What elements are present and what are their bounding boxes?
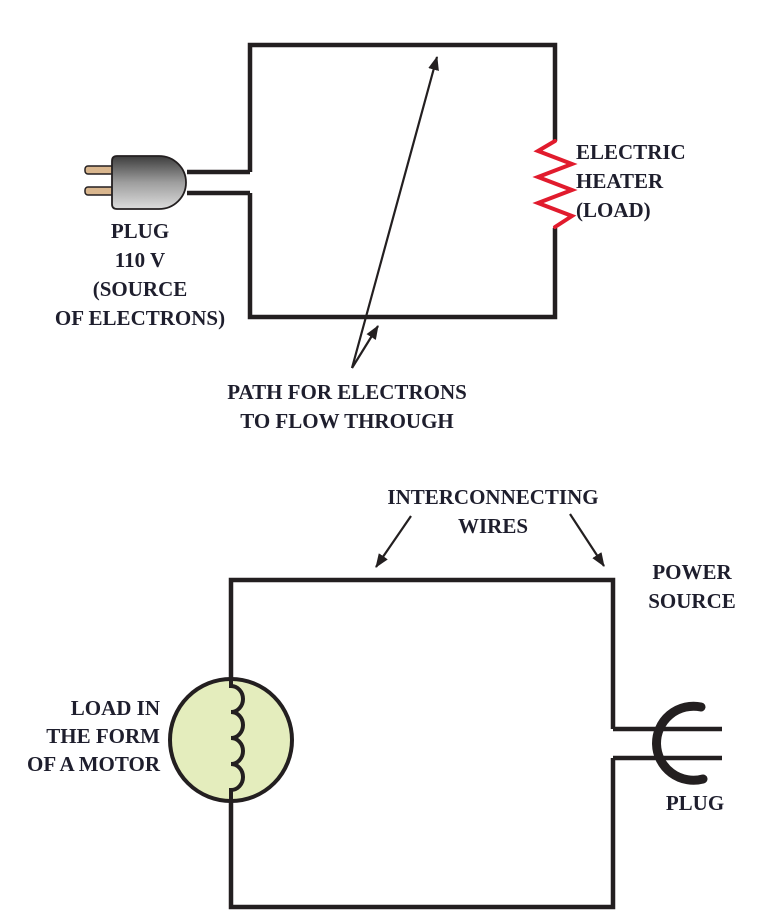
motor-load-label: LOAD IN THE FORM OF A MOTOR — [27, 694, 160, 778]
heater-resistor-zigzag — [532, 139, 578, 229]
electron-path-arrow-short — [351, 325, 379, 369]
label-line: OF ELECTRONS) — [54, 306, 226, 330]
motor-coil-icon — [229, 672, 245, 808]
label-line: ELECTRIC — [576, 140, 686, 164]
bottom-plug-prong-wires — [613, 726, 722, 761]
bottom-plug-label: PLUG — [665, 791, 725, 815]
top-circuit-wire — [187, 42, 558, 320]
label-line: INTERCONNECTING — [387, 485, 599, 509]
plug-body-icon — [111, 155, 187, 210]
plug-source-label: PLUG 110 V (SOURCE OF ELECTRONS) — [55, 217, 225, 333]
bottom-circuit-wire — [228, 577, 616, 910]
label-line: PLUG — [110, 219, 170, 243]
label-line: PATH FOR ELECTRONS — [227, 380, 467, 404]
electric-heater-label: ELECTRIC HEATER (LOAD) — [576, 138, 686, 225]
label-line: (LOAD) — [576, 198, 651, 222]
label-line: (SOURCE — [92, 277, 188, 301]
electron-path-label: PATH FOR ELECTRONS TO FLOW THROUGH — [227, 378, 467, 436]
interconnecting-wires-label: INTERCONNECTING WIRES — [387, 483, 598, 541]
electron-path-arrow-long — [350, 56, 439, 369]
power-source-label: POWER SOURCE — [648, 558, 736, 616]
plug-prong-top-icon — [84, 165, 115, 175]
label-line: WIRES — [457, 514, 529, 538]
label-line: LOAD IN — [70, 696, 160, 720]
interconnecting-arrow-right — [569, 513, 605, 567]
label-line: TO FLOW THROUGH — [240, 409, 454, 433]
label-line: SOURCE — [648, 589, 736, 613]
bottom-plug-arc-icon — [652, 701, 708, 785]
label-line: THE FORM — [46, 724, 160, 748]
label-line: OF A MOTOR — [26, 752, 160, 776]
label-line: HEATER — [576, 169, 664, 193]
label-line: 110 V — [114, 248, 166, 272]
plug-prong-bottom-icon — [84, 186, 115, 196]
label-line: POWER — [652, 560, 732, 584]
interconnecting-arrow-left — [375, 515, 412, 568]
